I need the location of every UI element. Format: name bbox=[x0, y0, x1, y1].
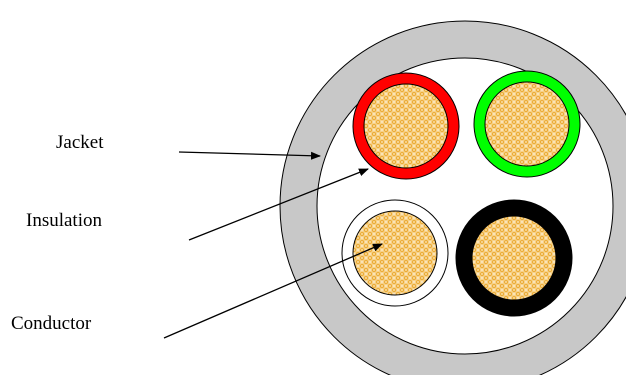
jacket-label: Jacket bbox=[56, 133, 103, 152]
conductor-white bbox=[353, 211, 437, 295]
conductor-black bbox=[472, 216, 556, 300]
insulation-label: Insulation bbox=[26, 211, 102, 230]
conductor-label: Conductor bbox=[11, 314, 91, 333]
conductor-red bbox=[364, 84, 448, 168]
conductor-green bbox=[485, 82, 569, 166]
